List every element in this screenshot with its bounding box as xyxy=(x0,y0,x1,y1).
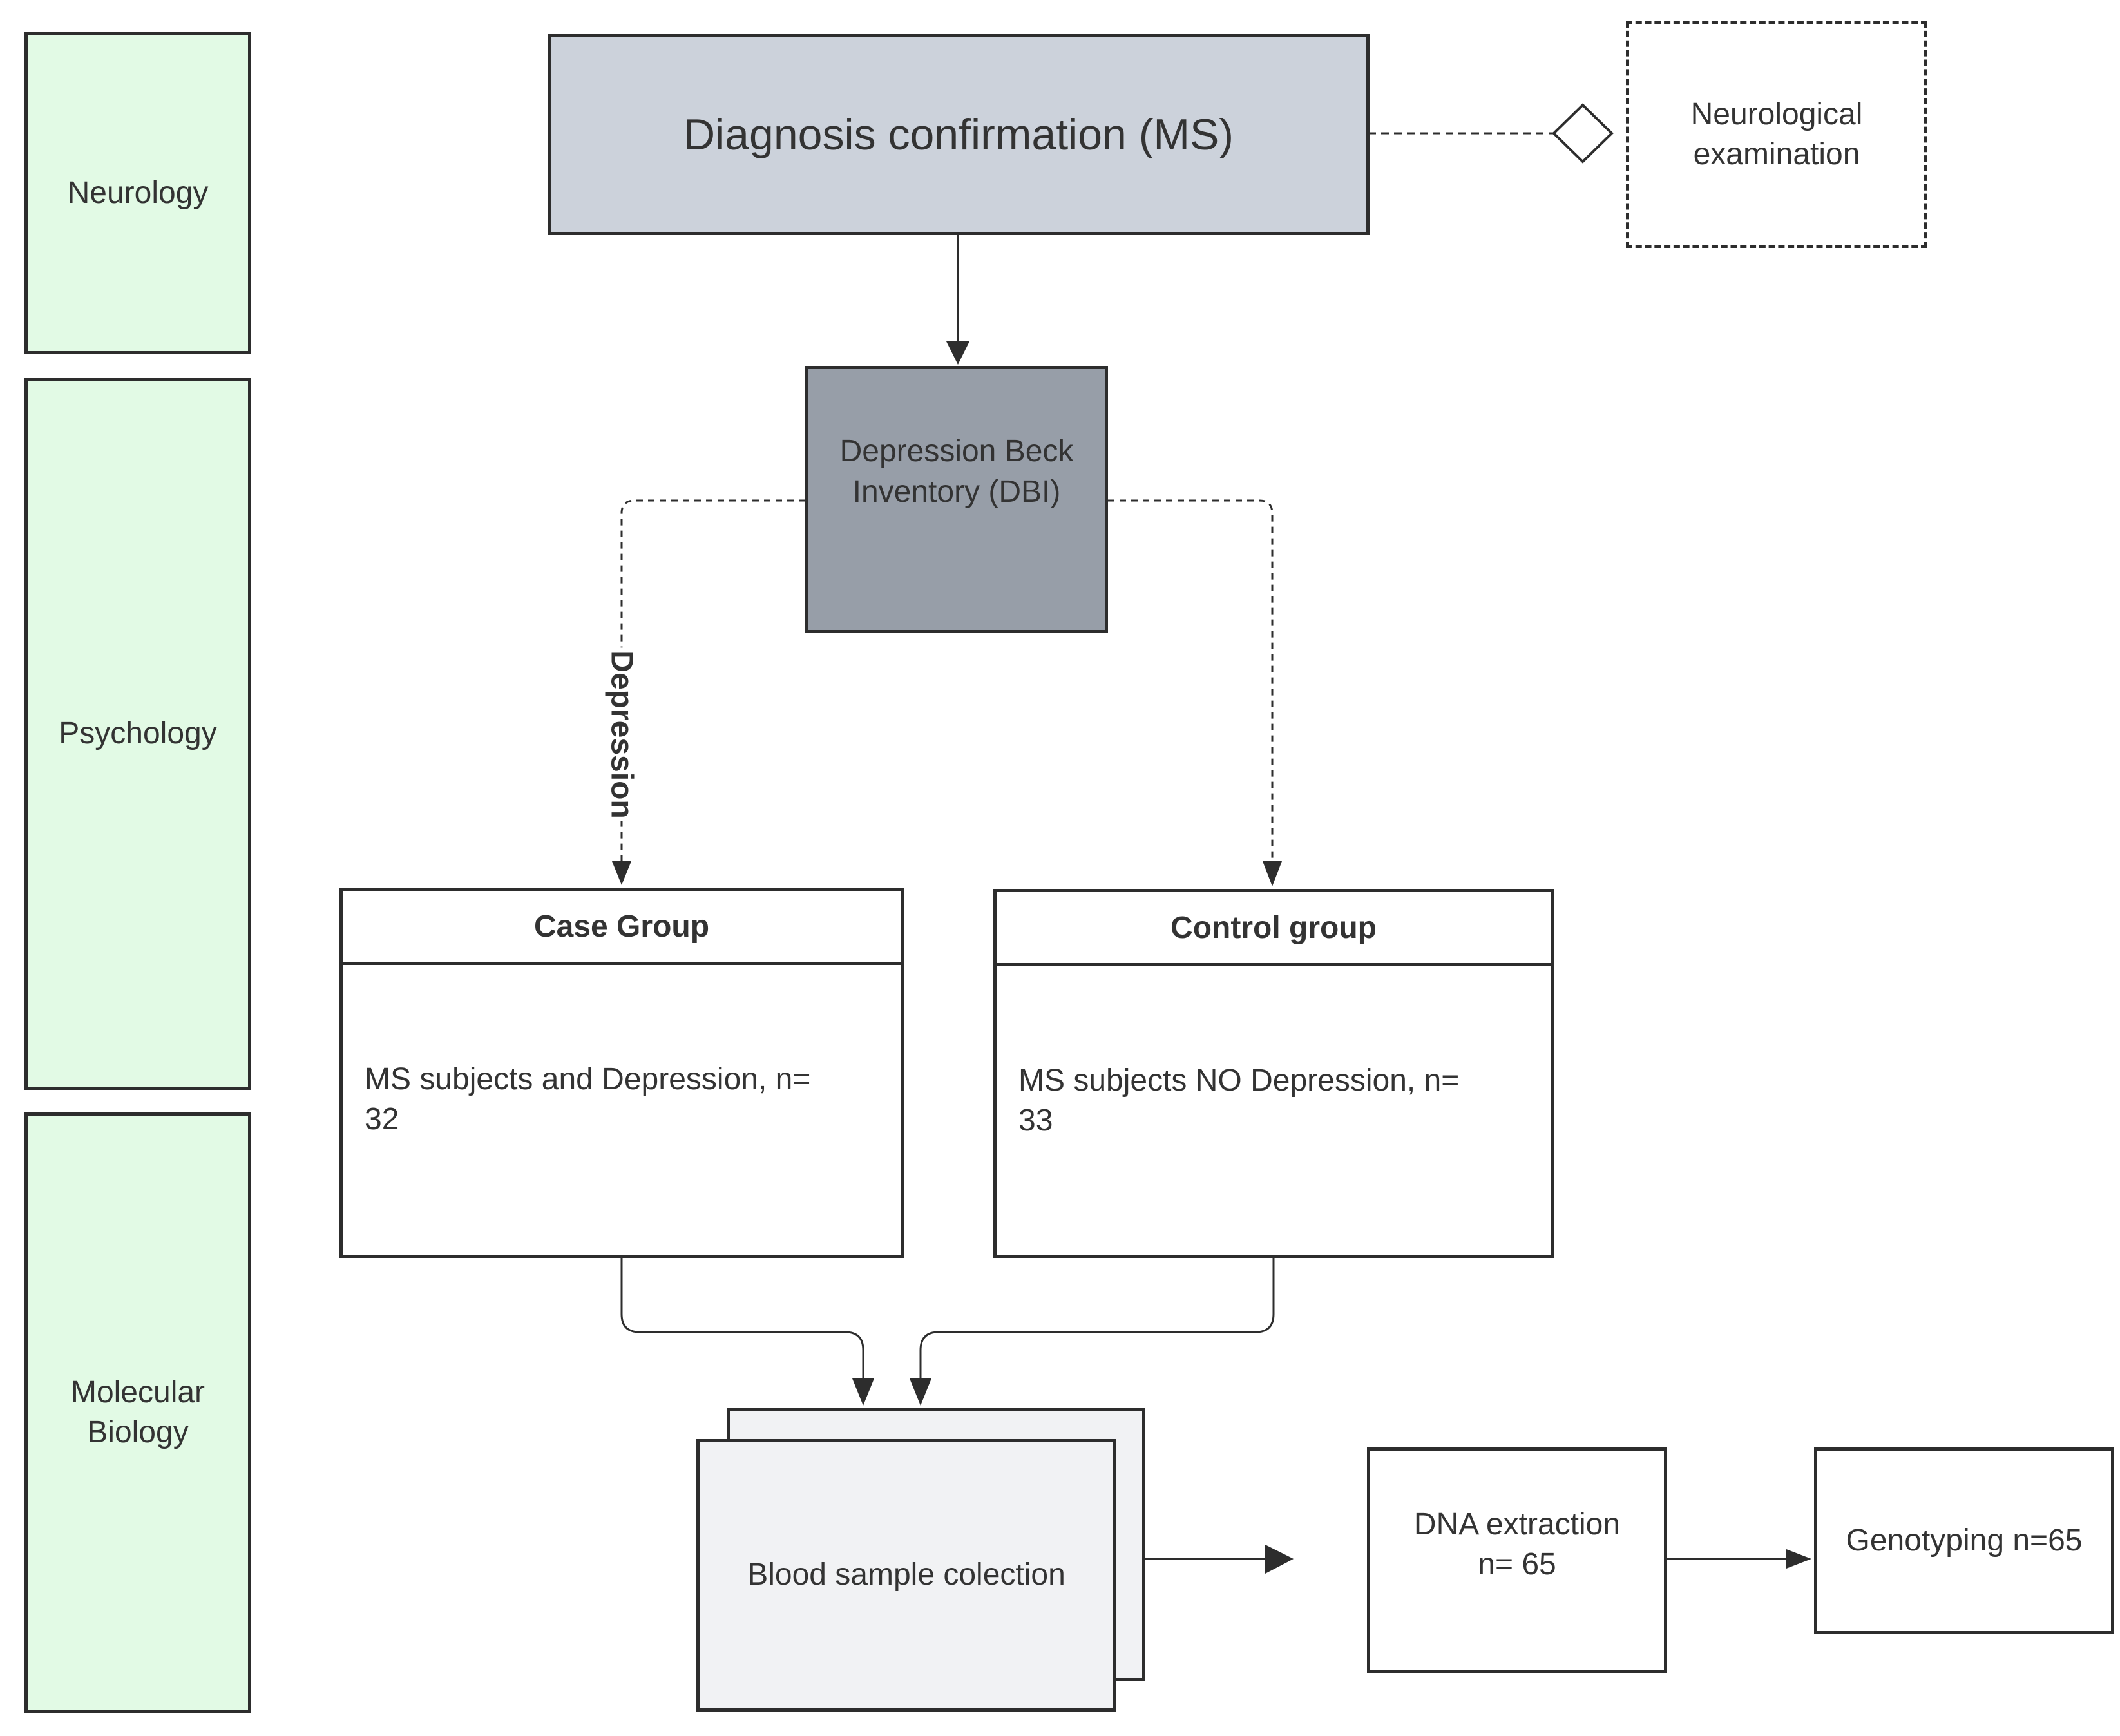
edge-dbi-to-case xyxy=(620,499,805,866)
blood-sample-label: Blood sample colection xyxy=(747,1558,1065,1592)
edge-label-depression-text: Depression xyxy=(604,647,640,821)
edge-control-to-blood-head xyxy=(910,1378,931,1406)
neurological-examination-box[interactable]: Neurological examination xyxy=(1626,21,1927,248)
edge-blood-to-dna-head xyxy=(1265,1545,1294,1574)
control-group-box[interactable]: Control group MS subjects NO Depression,… xyxy=(993,889,1554,1258)
lane-neurology-label: Neurology xyxy=(67,175,209,210)
diagnosis-confirmation-box[interactable]: Diagnosis confirmation (MS) xyxy=(548,34,1370,235)
dna-extraction-box[interactable]: DNA extraction n= 65 xyxy=(1367,1447,1667,1673)
control-group-title: Control group xyxy=(997,892,1551,966)
lane-molecular-biology: Molecular Biology xyxy=(24,1112,251,1713)
dna-extraction-label: DNA extraction n= 65 xyxy=(1413,1507,1621,1581)
case-group-box[interactable]: Case Group MS subjects and Depression, n… xyxy=(339,888,904,1258)
dbi-box[interactable]: Depression Beck Inventory (DBI) xyxy=(805,366,1108,633)
neurological-examination-label: Neurological examination xyxy=(1690,97,1863,171)
blood-sample-box[interactable]: Blood sample colection xyxy=(696,1439,1116,1712)
edge-case-to-blood-head xyxy=(852,1378,874,1406)
edge-dbi-to-control-head xyxy=(1263,861,1282,886)
dbi-label: Depression Beck Inventory (DBI) xyxy=(839,434,1074,509)
case-group-title: Case Group xyxy=(343,891,901,965)
control-group-body: MS subjects NO Depression, n= 33 xyxy=(1018,1064,1460,1138)
edge-case-to-blood xyxy=(620,1257,864,1385)
lane-neurology: Neurology xyxy=(24,32,251,354)
case-group-body: MS subjects and Depression, n= 32 xyxy=(365,1062,811,1136)
diagnosis-confirmation-label: Diagnosis confirmation (MS) xyxy=(683,110,1234,159)
edge-diagnosis-to-dbi-head xyxy=(946,341,969,365)
lane-psychology: Psychology xyxy=(24,378,251,1090)
genotyping-label: Genotyping n=65 xyxy=(1846,1523,2083,1558)
edge-dna-to-genotyping-head xyxy=(1786,1549,1811,1569)
lane-psychology-label: Psychology xyxy=(59,716,217,751)
genotyping-box[interactable]: Genotyping n=65 xyxy=(1814,1447,2114,1634)
edge-dbi-to-case-head xyxy=(612,861,631,885)
edge-control-to-blood xyxy=(919,1257,1275,1385)
edge-dbi-to-control xyxy=(1108,499,1274,866)
aggregation-diamond xyxy=(1552,103,1614,164)
lane-molecular-biology-label: Molecular Biology xyxy=(70,1375,205,1449)
